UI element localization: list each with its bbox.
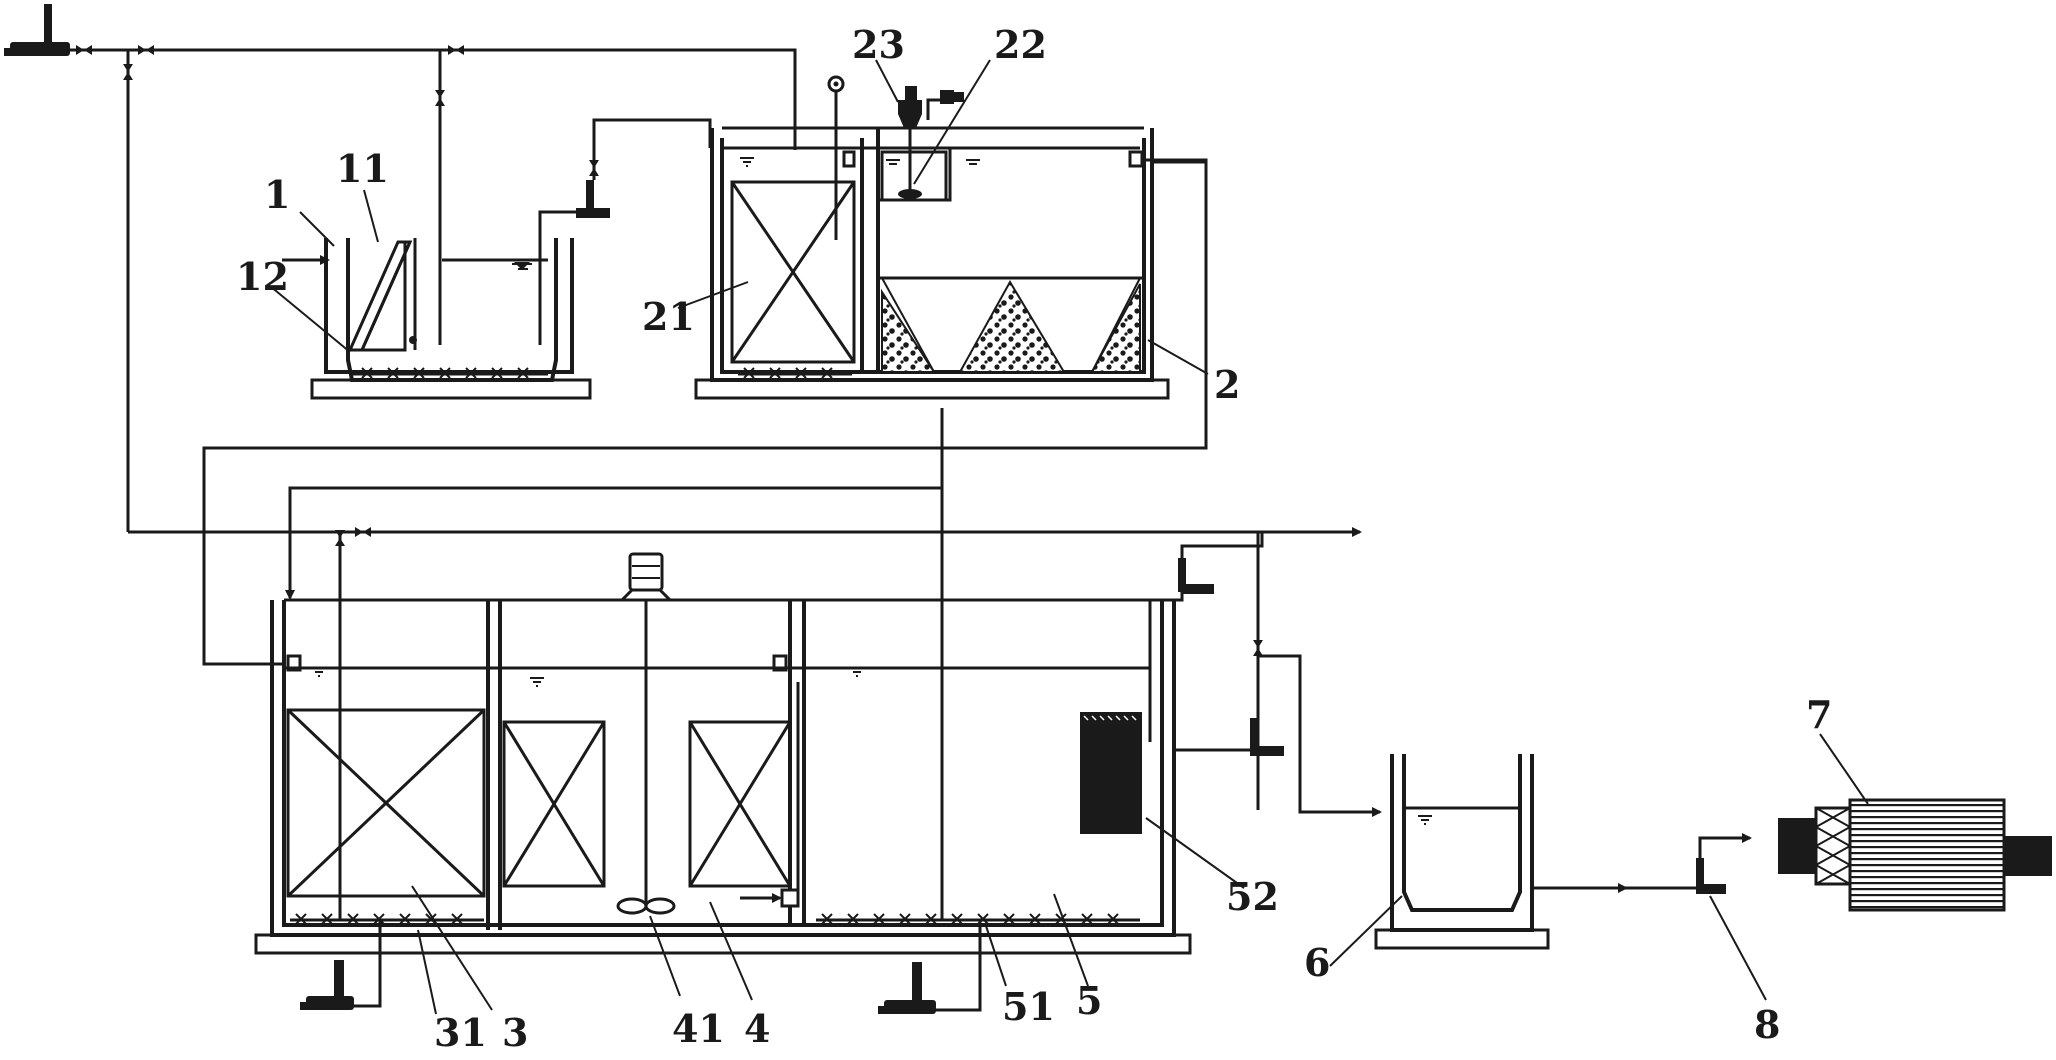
label-1: 1 xyxy=(264,172,290,217)
label-51: 51 xyxy=(1002,984,1055,1029)
leader-lines xyxy=(269,59,1869,1015)
label-11: 11 xyxy=(336,146,389,191)
filter-unit-7 xyxy=(1778,798,2052,912)
label-7: 7 xyxy=(1806,692,1832,737)
aeration-pipe-tank1 xyxy=(352,336,548,379)
mixer-41 xyxy=(616,552,676,915)
label-3: 3 xyxy=(502,1010,528,1055)
label-23: 23 xyxy=(852,22,905,67)
label-8: 8 xyxy=(1754,1002,1780,1047)
regulating-tank xyxy=(310,238,592,400)
label-31: 31 xyxy=(434,1010,487,1055)
labels: 1 11 12 2 21 22 23 3 31 4 41 5 51 52 6 7… xyxy=(236,22,1832,1055)
membrane-module-52 xyxy=(1080,600,1152,834)
bar-screen xyxy=(347,240,413,352)
label-41: 41 xyxy=(672,1006,725,1051)
aeration-pipe-31 xyxy=(290,913,484,1008)
dosing-box-23 xyxy=(876,86,980,202)
label-52: 52 xyxy=(1226,874,1279,919)
packing-media-21 xyxy=(730,75,856,379)
label-12: 12 xyxy=(236,254,289,299)
label-5: 5 xyxy=(1076,978,1102,1023)
pipe-tank2-to-tank3 xyxy=(202,158,1208,666)
clear-water-tank xyxy=(1374,754,1550,950)
coagulation-packing xyxy=(502,654,792,888)
chemical-inlet xyxy=(740,682,800,908)
settling-hoppers xyxy=(880,150,1144,373)
blower-bottom-left xyxy=(300,960,354,1010)
label-21: 21 xyxy=(642,294,695,339)
blower-bottom-mid xyxy=(878,962,936,1014)
mbr-effluent-pump xyxy=(1162,532,1382,817)
aeration-pipe-51 xyxy=(816,667,1140,1012)
label-22: 22 xyxy=(994,22,1047,67)
hydrolysis-tank xyxy=(694,126,1170,400)
sludge-return-line xyxy=(285,408,944,920)
packing-media-3 xyxy=(286,654,486,898)
air-blower-top xyxy=(4,4,70,56)
reuse-pump-8 xyxy=(1532,833,1752,894)
weir-outlet-1 xyxy=(740,150,856,168)
label-6: 6 xyxy=(1304,940,1330,985)
label-4: 4 xyxy=(744,1006,770,1051)
air-valves xyxy=(76,45,1263,656)
label-2: 2 xyxy=(1214,362,1240,407)
